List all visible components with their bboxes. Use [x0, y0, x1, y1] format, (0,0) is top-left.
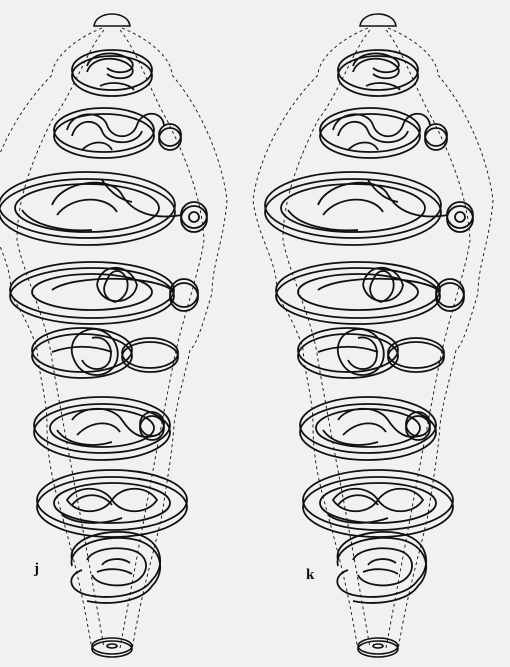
panel-label-j: j	[34, 561, 39, 578]
panel-k-drawing	[253, 14, 493, 657]
panel-label-k: k	[306, 567, 314, 584]
